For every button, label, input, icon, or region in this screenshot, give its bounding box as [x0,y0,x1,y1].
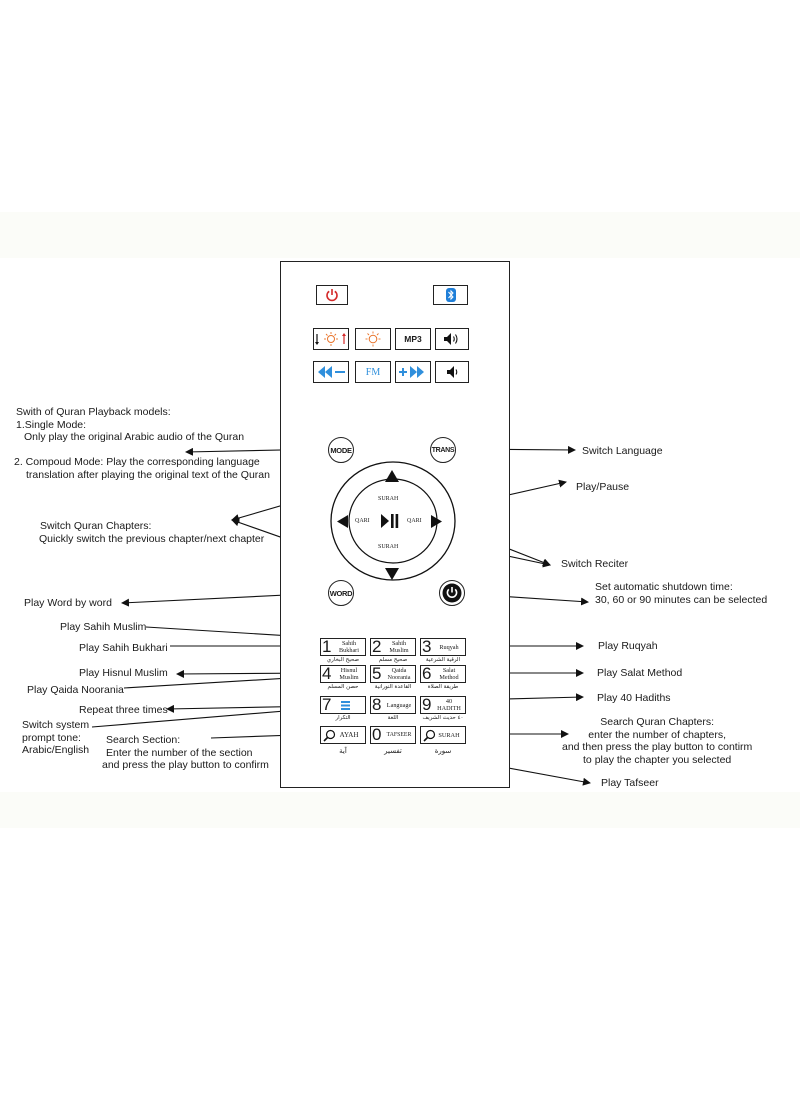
key-4-arabic: حصن المسلم [327,684,359,690]
key-8-arabic: اللغة [387,715,399,721]
sleep-timer-button[interactable] [439,580,465,606]
search-chapters-label: Search Quran Chapters: enter the number … [562,716,753,766]
chapter-up-icon[interactable] [385,470,399,482]
key-9-forty-hadith[interactable]: 9 40 HADITH [420,696,466,714]
key-1-arabic: صحيح البخاري [326,657,360,663]
key-6-salat-method[interactable]: 6 Salat Method [420,665,466,683]
forward-plus-icon [399,366,424,378]
hisnul-muslim-label: Play Hisnul Muslim [79,667,168,679]
light-button[interactable] [355,328,391,350]
key-surah-arabic: سورة [434,747,452,755]
key-7-arabic: التكرار [335,715,351,721]
key-8-language[interactable]: 8 Language [370,696,416,714]
switch-chapters-label: Switch Quran Chapters: Quickly switch th… [39,520,265,545]
key-4-hisnul-muslim[interactable]: 4 Hisnul Muslim [320,665,366,683]
repeat-icon [341,701,350,710]
word-by-word-label: Play Word by word [24,597,112,609]
models-label: Swith of Quran Playback models: 1.Single… [16,406,245,443]
qari-left-label: QARI [355,518,370,524]
search-icon [423,729,436,742]
key-0-tafseer[interactable]: 0 TAFSEER [370,726,416,744]
key-0-arabic: تفسير [384,747,402,755]
power-icon [326,289,338,302]
sahih-bukhari-label: Play Sahih Bukhari [79,642,168,654]
key-3-ruqyah[interactable]: 3 Ruqyah [420,638,466,656]
play-pause-label: Play/Pause [576,481,630,493]
shutdown-label: Set automatic shutdown time: 30, 60 or 9… [595,581,768,606]
power-button[interactable] [316,285,348,305]
key-1-sahih-bukhari[interactable]: 1 Sahih Bukhari [320,638,366,656]
key-ayah-search[interactable]: AYAH [320,726,366,744]
fm-button[interactable]: FM [355,361,391,383]
rewind-minus-icon [318,366,345,378]
compound-mode-label: 2. Compoud Mode: Play the corresponding … [14,456,270,481]
bottom-band [0,792,800,828]
switch-language-label: Switch Language [582,445,663,457]
tafseer-label: Play Tafseer [601,777,659,789]
repeat-label: Repeat three times [79,704,168,716]
salat-method-label: Play Salat Method [597,667,683,679]
next-button[interactable] [395,361,431,383]
volume-down-icon [447,366,458,378]
top-band [0,212,800,258]
mp3-button[interactable]: MP3 [395,328,431,350]
key-5-arabic: القاعدة النورانية [374,684,412,690]
prompt-tone-label: Switch system prompt tone: Arabic/Englis… [22,719,90,756]
key-3-arabic: الرقية الشرعية [425,657,461,663]
volume-down-button[interactable] [435,361,469,383]
play-pause-icon[interactable] [381,514,399,528]
key-6-arabic: طريقة الصلاة [427,684,459,690]
reciter-right-icon[interactable] [431,515,442,528]
mode-button[interactable]: MODE [328,437,354,463]
key-2-sahih-muslim[interactable]: 2 Sahih Muslim [370,638,416,656]
key-surah-search[interactable]: SURAH [420,726,466,744]
chapter-down-icon[interactable] [385,568,399,580]
surah-bottom-label: SURAH [378,544,399,550]
ruqyah-label: Play Ruqyah [598,640,658,652]
bluetooth-icon [445,288,456,302]
power-circle-icon [442,583,462,603]
key-5-qaida-noorania[interactable]: 5 Qaida Noorania [370,665,416,683]
qaida-noorania-label: Play Qaida Noorania [27,684,124,696]
key-2-arabic: صحيح مسلم [378,657,408,663]
volume-up-icon [444,333,458,345]
key-7-repeat[interactable]: 7 [320,696,366,714]
trans-button[interactable]: TRANS [430,437,456,463]
switch-reciter-label: Switch Reciter [561,558,629,570]
reciter-left-icon[interactable] [337,515,348,528]
sahih-muslim-label: Play Sahih Muslim [60,621,147,633]
remote-control: MP3 FM MODE TRANS WORD [280,261,510,788]
key-ayah-arabic: آية [339,747,347,755]
forty-hadiths-label: Play 40 Hadiths [597,692,671,704]
volume-up-button[interactable] [435,328,469,350]
word-button[interactable]: WORD [328,580,354,606]
light-adjust-icon [315,332,346,346]
surah-top-label: SURAH [378,496,399,502]
key-9-arabic: ٤٠ حديث الشريف [422,715,464,721]
previous-button[interactable] [313,361,349,383]
light-icon [365,331,381,347]
bluetooth-button[interactable] [433,285,468,305]
light-adjust-button[interactable] [313,328,349,350]
qari-right-label: QARI [407,518,422,524]
search-icon [323,729,336,742]
search-section-label: Search Section: Enter the number of the … [102,734,269,771]
